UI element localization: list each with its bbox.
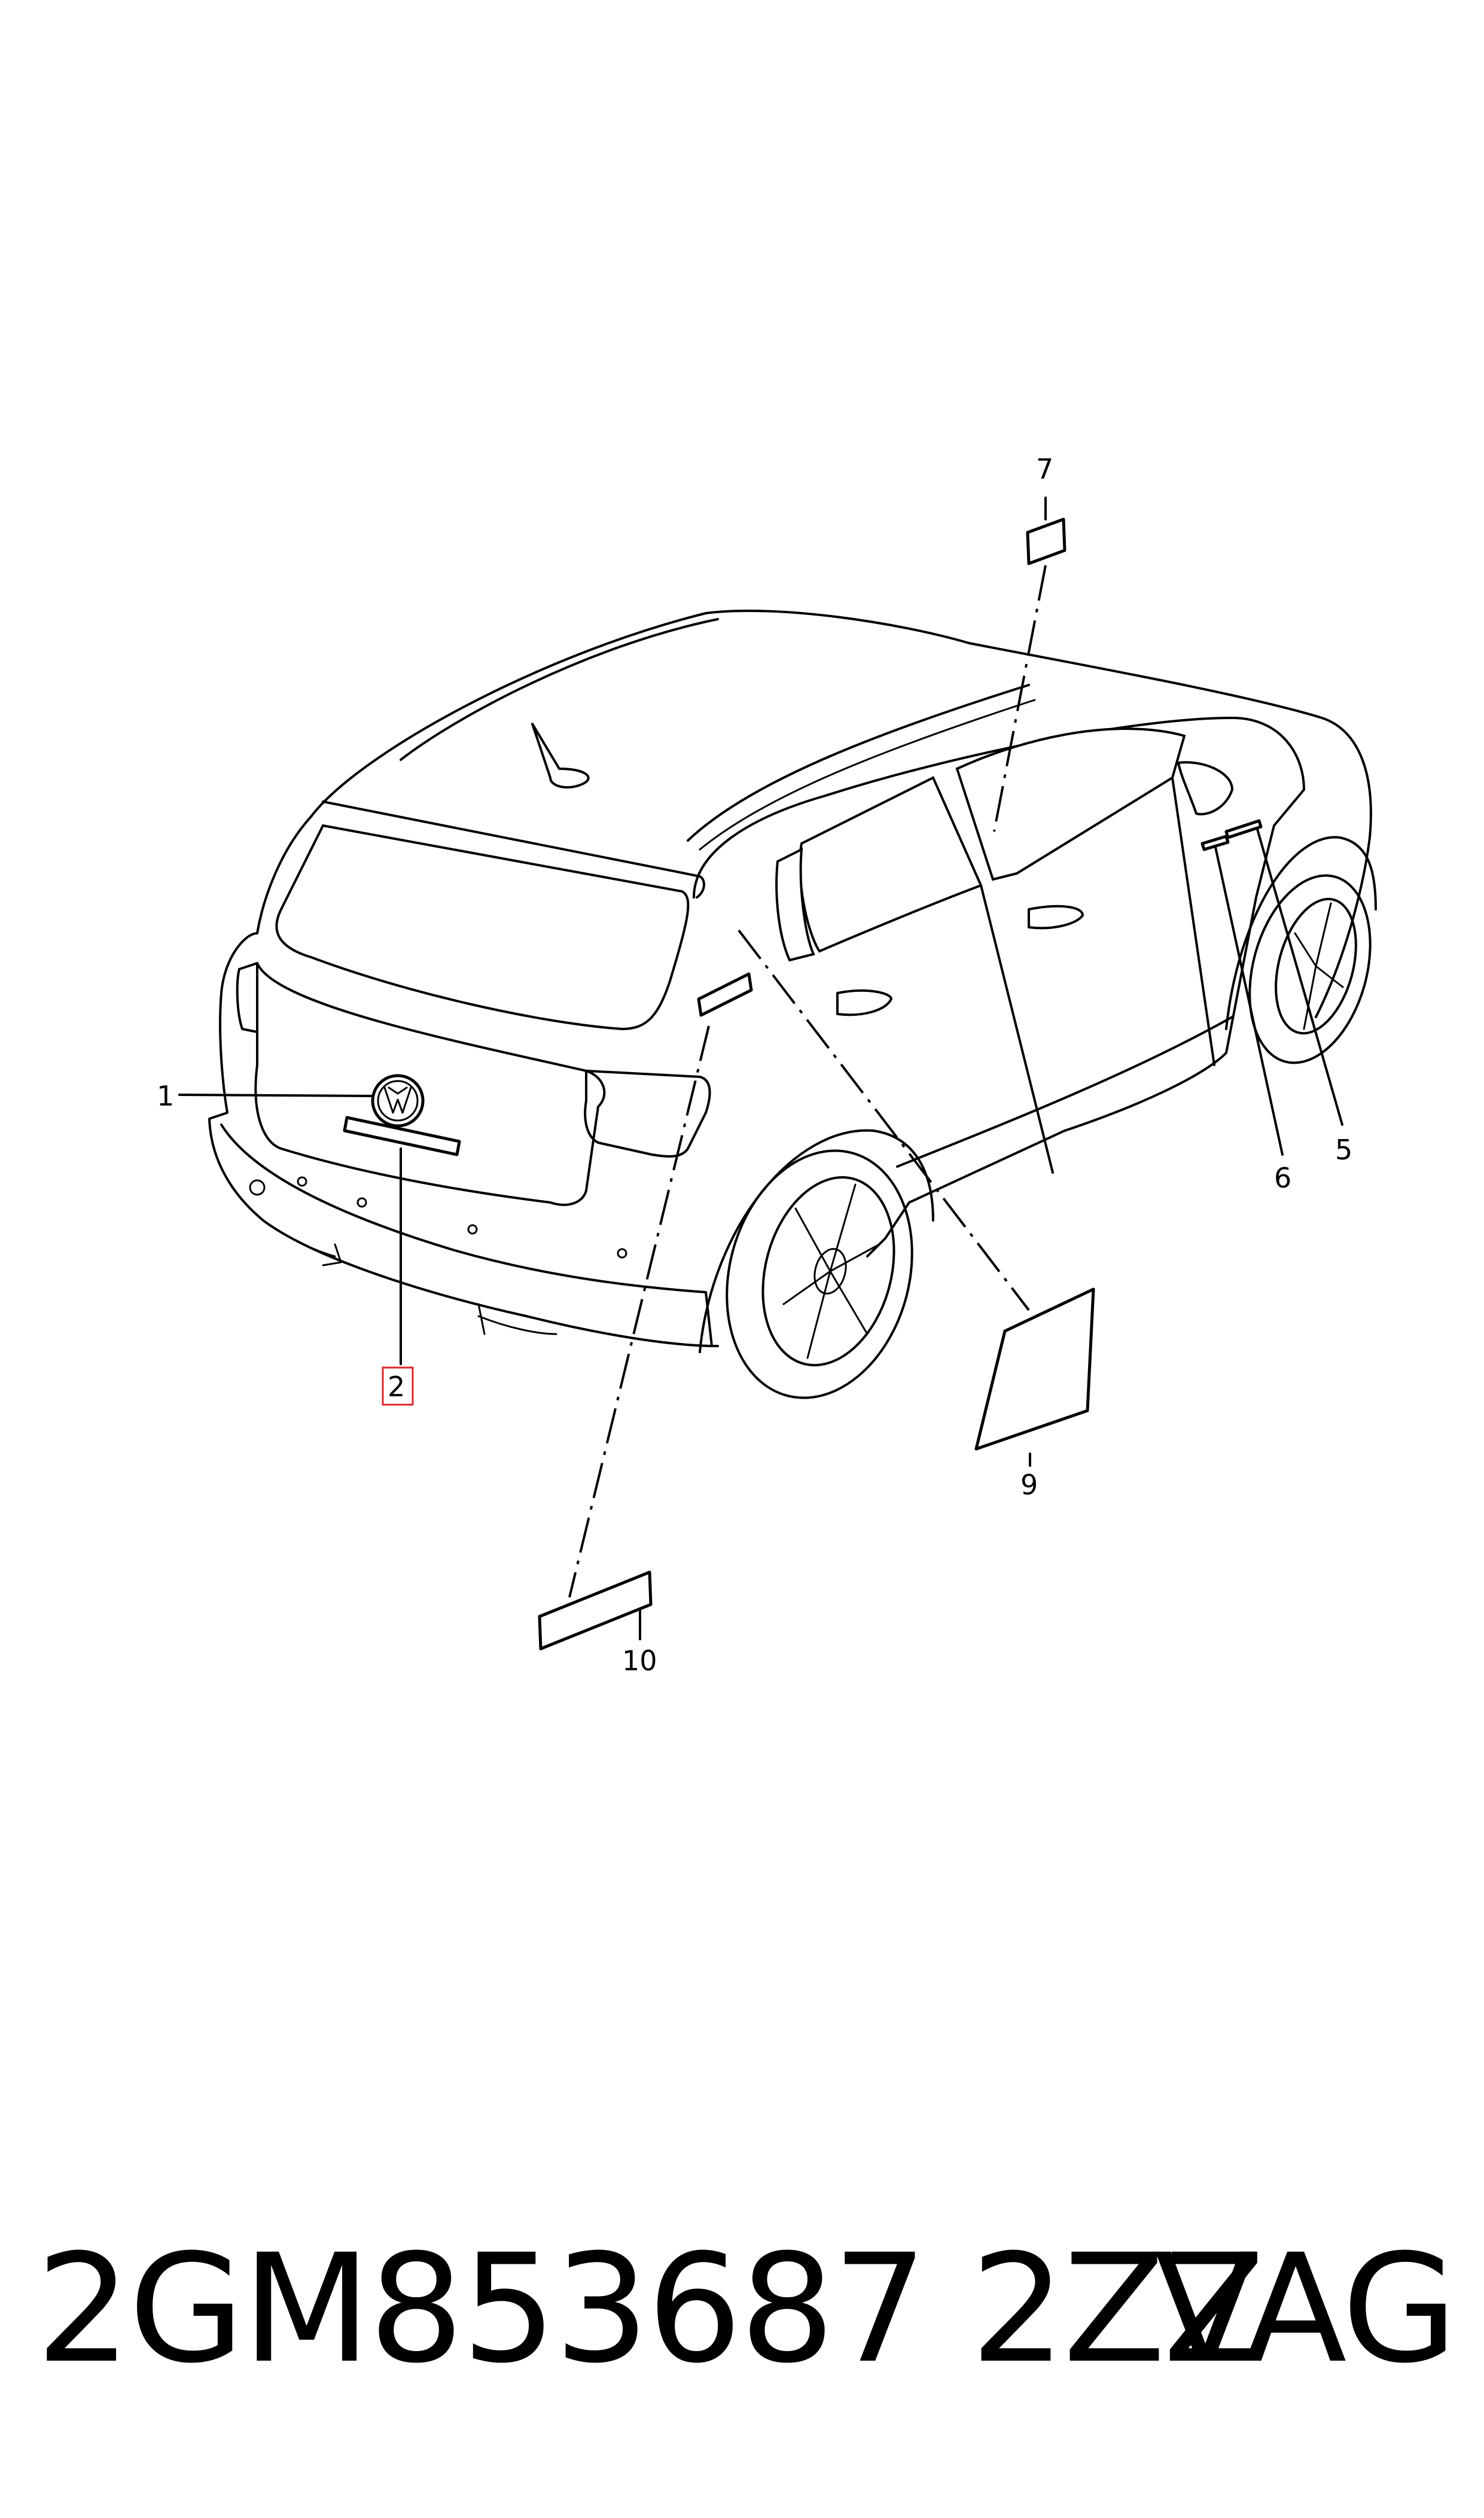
shark-fin-antenna <box>531 723 590 789</box>
callout-2[interactable]: 2 <box>388 1371 405 1403</box>
rear-label-part-10[interactable] <box>538 1570 653 1651</box>
callout-1[interactable]: 1 <box>157 1080 174 1112</box>
rear-door-handle <box>836 989 892 1016</box>
callout-6[interactable]: 6 <box>1274 1162 1291 1194</box>
brand-name: VAG <box>1154 2222 1458 2396</box>
rear-wheel <box>699 1129 934 1399</box>
rear-tire <box>726 1149 913 1399</box>
tail-light-left <box>236 962 258 1033</box>
parking-sensor <box>467 1224 478 1235</box>
parking-sensor <box>617 1248 627 1259</box>
leader-6 <box>1214 846 1284 1156</box>
rear-spokes <box>782 1183 880 1359</box>
tailgate-lettering-strip-part-2[interactable] <box>343 1116 461 1156</box>
parking-sensor <box>356 1197 367 1208</box>
vw-emblem-part-1[interactable] <box>371 1074 425 1128</box>
dash-line-10 <box>568 1025 710 1598</box>
front-door-handle <box>1028 905 1084 930</box>
rear-bumper <box>220 1123 713 1347</box>
dash-line-9 <box>738 929 1030 1311</box>
leader-lines <box>178 497 1343 1640</box>
rear-side-window <box>799 776 983 953</box>
leader-1 <box>178 1094 373 1097</box>
rear-spoiler <box>322 800 705 899</box>
highlight-box <box>382 1366 414 1406</box>
callout-5[interactable]: 5 <box>1335 1134 1352 1166</box>
roof-rail-left <box>400 618 719 761</box>
footer: 2GM853687 2ZZ VAG <box>0 2231 1484 2387</box>
rear-rim <box>761 1176 895 1366</box>
car-illustration <box>208 610 1377 1399</box>
front-rim <box>1275 897 1357 1035</box>
tailgate-outline <box>254 962 606 1206</box>
front-spokes <box>1294 902 1344 1030</box>
side-body-outline <box>693 717 1305 1258</box>
roof-rail-right <box>687 684 1030 842</box>
protective-film-part-9[interactable] <box>974 1287 1095 1451</box>
rear-fog-light <box>249 1179 266 1196</box>
door-split-line <box>980 777 1215 1174</box>
rear-quarter-glass <box>775 847 815 962</box>
roof-rail-right-inner <box>699 699 1036 851</box>
b-pillar-label-part-7[interactable] <box>1026 517 1066 565</box>
callout-7[interactable]: 7 <box>1036 453 1053 485</box>
leader-5 <box>1256 828 1343 1126</box>
vw-emblem-inner <box>377 1080 419 1122</box>
bumper-diffuser <box>280 1231 557 1335</box>
tail-light-right <box>584 1070 711 1158</box>
car-roof-outline <box>310 610 1372 1018</box>
rear-body-outline <box>208 815 719 1347</box>
rear-window <box>275 824 690 1031</box>
rear-quarter-label[interactable] <box>697 972 753 1017</box>
side-sill <box>896 1016 1233 1168</box>
part-number: 2GM853687 2ZZ <box>36 2222 1266 2396</box>
front-tire <box>1248 874 1372 1064</box>
callout-9[interactable]: 9 <box>1020 1469 1038 1501</box>
rear-wheel-arch <box>699 1129 934 1353</box>
front-door-window <box>955 727 1186 881</box>
door-trim-strip-part-5[interactable] <box>1224 819 1263 839</box>
parking-sensor <box>297 1176 307 1187</box>
door-trim-strip-part-6[interactable] <box>1200 835 1230 851</box>
callout-10[interactable]: 10 <box>622 1645 657 1677</box>
front-wheel <box>1225 836 1377 1064</box>
side-mirror <box>1177 761 1233 815</box>
dash-line-7 <box>993 565 1047 832</box>
front-wheel-arch <box>1225 836 1377 1030</box>
vw-logo-icon <box>383 1086 412 1114</box>
